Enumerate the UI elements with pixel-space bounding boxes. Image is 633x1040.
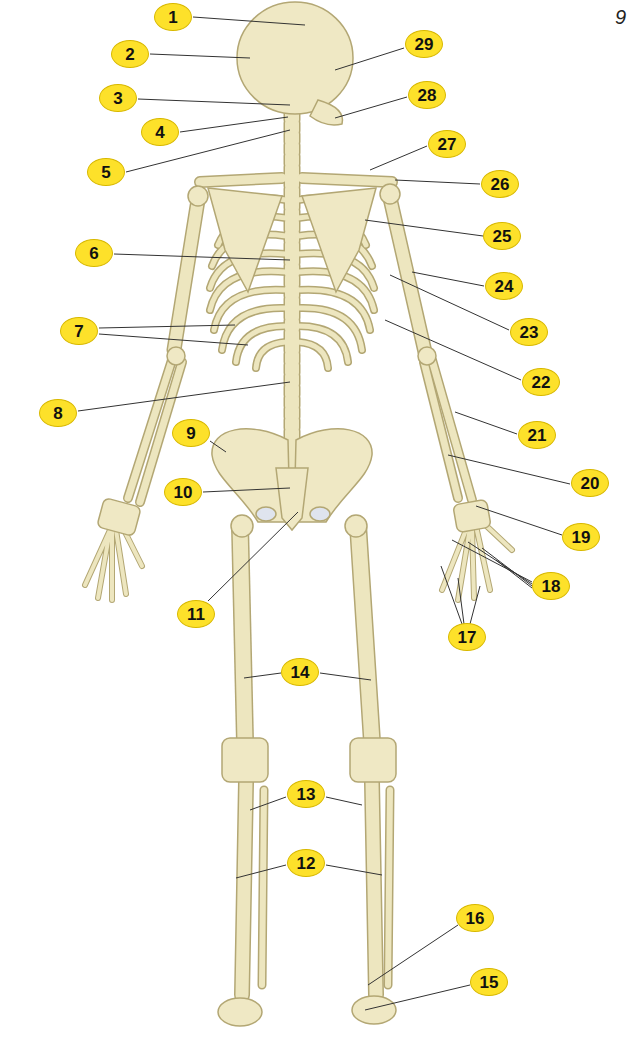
callout-circle: 28	[408, 81, 446, 109]
callout-number: 28	[418, 87, 437, 104]
callout-circle: 14	[281, 658, 319, 686]
callout-number: 6	[89, 245, 98, 262]
callout-number: 25	[493, 228, 512, 245]
callout-circle: 19	[562, 523, 600, 551]
callout-circle: 4	[141, 118, 179, 146]
callout-number: 22	[532, 374, 551, 391]
callout-number: 4	[155, 124, 164, 141]
callout-circle: 13	[287, 780, 325, 808]
callout-circle: 6	[75, 239, 113, 267]
callout-number: 16	[466, 910, 485, 927]
page-number: 9	[615, 6, 626, 29]
callout-number: 2	[125, 46, 134, 63]
callout-number: 29	[415, 36, 434, 53]
callout-circle: 25	[483, 222, 521, 250]
callout-number: 12	[297, 855, 316, 872]
bone-outline	[85, 112, 512, 995]
callout-number: 23	[520, 324, 539, 341]
callout-circle: 29	[405, 30, 443, 58]
callout-circle: 9	[172, 419, 210, 447]
callout-circle: 23	[510, 318, 548, 346]
callout-circle: 18	[532, 572, 570, 600]
callout-number: 15	[480, 974, 499, 991]
callout-circle: 17	[448, 623, 486, 651]
callout-number: 11	[187, 606, 205, 623]
callout-number: 20	[581, 475, 600, 492]
callout-circle: 5	[87, 158, 125, 186]
callout-number: 26	[491, 176, 510, 193]
callout-circle: 22	[522, 368, 560, 396]
callout-circle: 3	[99, 84, 137, 112]
callout-circle: 1	[154, 3, 192, 31]
callout-circle: 16	[456, 904, 494, 932]
callout-circle: 11	[177, 600, 215, 628]
callout-circle: 7	[60, 317, 98, 345]
bone-shapes	[97, 2, 491, 1026]
callout-number: 5	[101, 164, 110, 181]
callout-circle: 26	[481, 170, 519, 198]
callout-circle: 12	[287, 849, 325, 877]
callout-number: 7	[74, 323, 83, 340]
callout-circle: 21	[518, 421, 556, 449]
callout-circle: 24	[485, 272, 523, 300]
callout-circle: 8	[39, 399, 77, 427]
callout-circle: 10	[164, 478, 202, 506]
callout-number: 13	[297, 786, 316, 803]
leader-lines	[78, 17, 570, 1010]
callout-circle: 2	[111, 40, 149, 68]
callout-number: 14	[291, 664, 310, 681]
callout-number: 24	[495, 278, 514, 295]
callout-number: 17	[458, 629, 477, 646]
callout-number: 10	[174, 484, 193, 501]
callout-circle: 15	[470, 968, 508, 996]
callout-circle: 20	[571, 469, 609, 497]
callout-number: 18	[542, 578, 561, 595]
callout-number: 8	[53, 405, 62, 422]
callout-circle: 27	[428, 130, 466, 158]
callout-number: 19	[572, 529, 591, 546]
callout-number: 27	[438, 136, 457, 153]
callout-number: 3	[113, 90, 122, 107]
callout-number: 9	[186, 425, 195, 442]
bone-fill	[85, 112, 512, 995]
callout-number: 21	[528, 427, 547, 444]
callout-number: 1	[168, 9, 177, 26]
